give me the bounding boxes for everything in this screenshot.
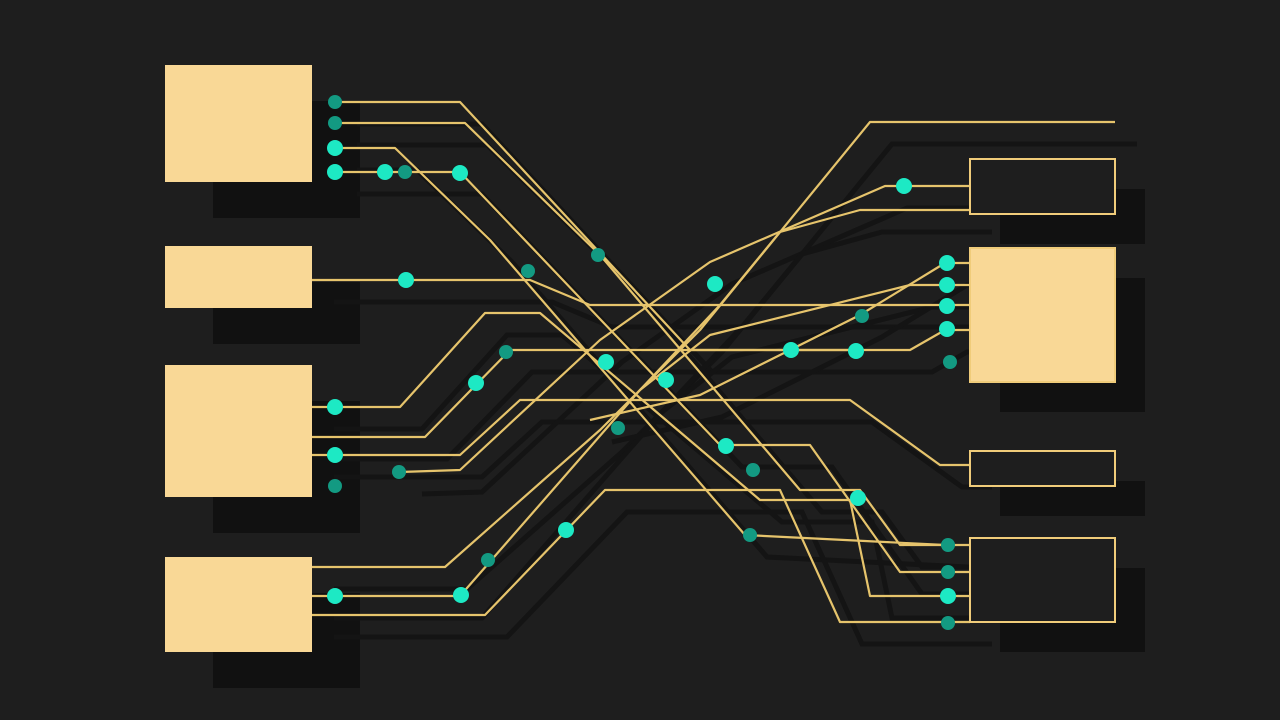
connection-node xyxy=(327,164,343,180)
connection-node xyxy=(939,255,955,271)
right-block-1 xyxy=(969,158,1116,215)
connection-node xyxy=(941,538,955,552)
wire-shadow xyxy=(357,167,968,570)
connection-node xyxy=(521,264,535,278)
left-block-1 xyxy=(165,65,312,182)
connection-node xyxy=(591,248,605,262)
connection-node xyxy=(327,140,343,156)
connection-node xyxy=(558,522,574,538)
connection-node xyxy=(598,354,614,370)
right-block-2 xyxy=(969,247,1116,383)
connection-node xyxy=(481,553,495,567)
connection-node xyxy=(377,164,393,180)
connection-node xyxy=(328,116,342,130)
connection-node xyxy=(855,309,869,323)
connection-node xyxy=(939,321,955,337)
connection-node xyxy=(943,355,957,369)
connection-node xyxy=(658,372,674,388)
wire-2 xyxy=(335,121,970,547)
wire-shadow xyxy=(357,191,992,597)
connection-node xyxy=(941,616,955,630)
wire-layer xyxy=(312,100,1115,624)
connection-node xyxy=(939,298,955,314)
connection-node xyxy=(327,447,343,463)
left-block-2 xyxy=(165,246,312,308)
block-layer xyxy=(165,65,1116,652)
connection-node xyxy=(939,277,955,293)
wire-7 xyxy=(312,348,855,439)
connection-node xyxy=(941,565,955,579)
connection-node xyxy=(327,588,343,604)
wire-4 xyxy=(335,170,970,574)
connection-node xyxy=(468,375,484,391)
wire-8 xyxy=(312,398,970,467)
connection-node xyxy=(743,528,757,542)
left-block-3 xyxy=(165,365,312,497)
connection-node xyxy=(611,421,625,435)
wire-shadow xyxy=(421,205,992,497)
connection-node xyxy=(850,490,866,506)
connection-node xyxy=(453,587,469,603)
connection-node xyxy=(499,345,513,359)
connection-node xyxy=(783,342,799,358)
connection-node xyxy=(452,165,468,181)
connection-node xyxy=(746,463,760,477)
connection-node xyxy=(327,399,343,415)
connection-node xyxy=(848,343,864,359)
wire-shadow xyxy=(334,299,992,330)
right-block-4 xyxy=(969,537,1116,623)
wire-12 xyxy=(312,488,970,624)
connection-node xyxy=(398,272,414,288)
wire-shadow xyxy=(334,509,992,647)
wire-shadow xyxy=(660,304,992,414)
connection-node xyxy=(707,276,723,292)
wire-3 xyxy=(335,146,946,547)
connection-node xyxy=(896,178,912,194)
connection-node xyxy=(328,95,342,109)
left-block-4 xyxy=(165,557,312,652)
connection-node xyxy=(328,479,342,493)
connection-node xyxy=(940,588,956,604)
connection-node xyxy=(398,165,412,179)
right-block-3 xyxy=(969,450,1116,487)
wire-5 xyxy=(312,278,970,307)
connection-node xyxy=(718,438,734,454)
connection-node xyxy=(392,465,406,479)
node-layer xyxy=(327,95,957,630)
